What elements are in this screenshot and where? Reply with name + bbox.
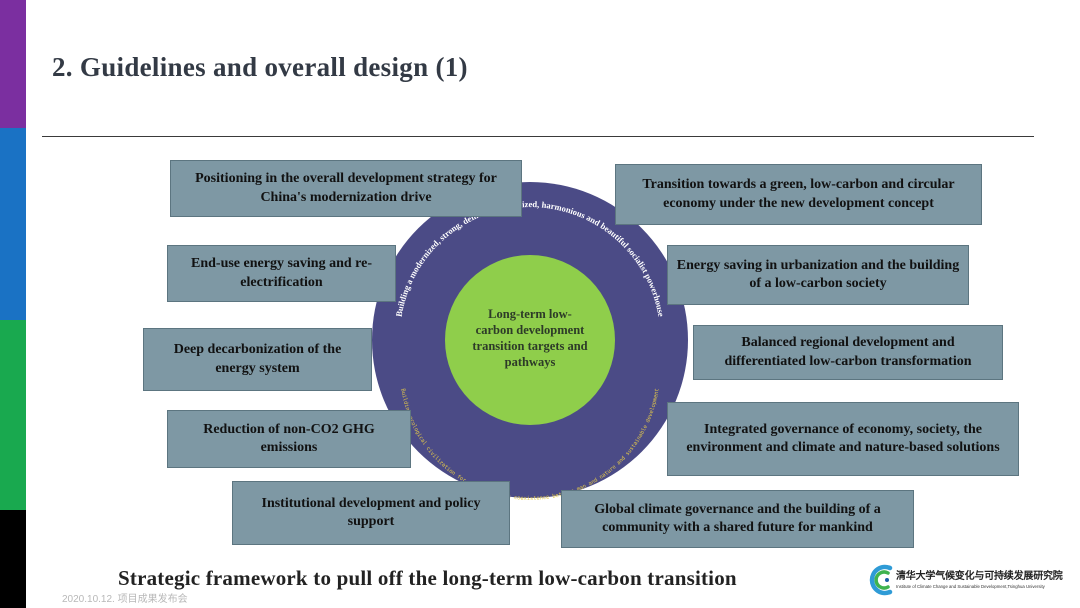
color-sidebar xyxy=(0,0,26,608)
inner-circle xyxy=(445,255,615,425)
institute-logo-icon xyxy=(869,564,893,596)
left-box-non-co2-ghg: Reduction of non-CO2 GHG emissions xyxy=(167,410,411,468)
right-box-global-climate: Global climate governance and the buildi… xyxy=(561,490,914,548)
left-box-energy-decarbonization: Deep decarbonization of the energy syste… xyxy=(143,328,372,391)
right-box-green-economy: Transition towards a green, low-carbon a… xyxy=(615,164,982,225)
center-label: Long-term low-carbon development transit… xyxy=(472,307,588,369)
right-box-urbanization: Energy saving in urbanization and the bu… xyxy=(667,245,969,305)
right-box-regional-development: Balanced regional development and differ… xyxy=(693,325,1003,380)
left-box-end-use-energy: End-use energy saving and re-electrifica… xyxy=(167,245,396,302)
sidebar-black-band xyxy=(0,510,26,608)
institute-logo: 清华大学气候变化与可持续发展研究院 Institute of Climate C… xyxy=(866,560,1072,600)
left-box-institutional: Institutional development and policy sup… xyxy=(232,481,510,545)
sidebar-green-band xyxy=(0,320,26,510)
slide-caption: Strategic framework to pull off the long… xyxy=(118,566,737,590)
sidebar-blue-band xyxy=(0,128,26,320)
date-watermark: 2020.10.12. 项目成果发布会 xyxy=(62,594,188,605)
title-divider xyxy=(42,136,1034,137)
slide-title: 2. Guidelines and overall design (1) xyxy=(52,52,468,82)
left-box-strategy-positioning: Positioning in the overall development s… xyxy=(170,160,522,217)
sidebar-purple-band xyxy=(0,0,26,128)
institute-name-en: Institute of Climate Change and Sustaina… xyxy=(896,584,1045,589)
institute-name-cn: 清华大学气候变化与可持续发展研究院 xyxy=(896,571,1063,582)
right-box-integrated-governance: Integrated governance of economy, societ… xyxy=(667,402,1019,476)
